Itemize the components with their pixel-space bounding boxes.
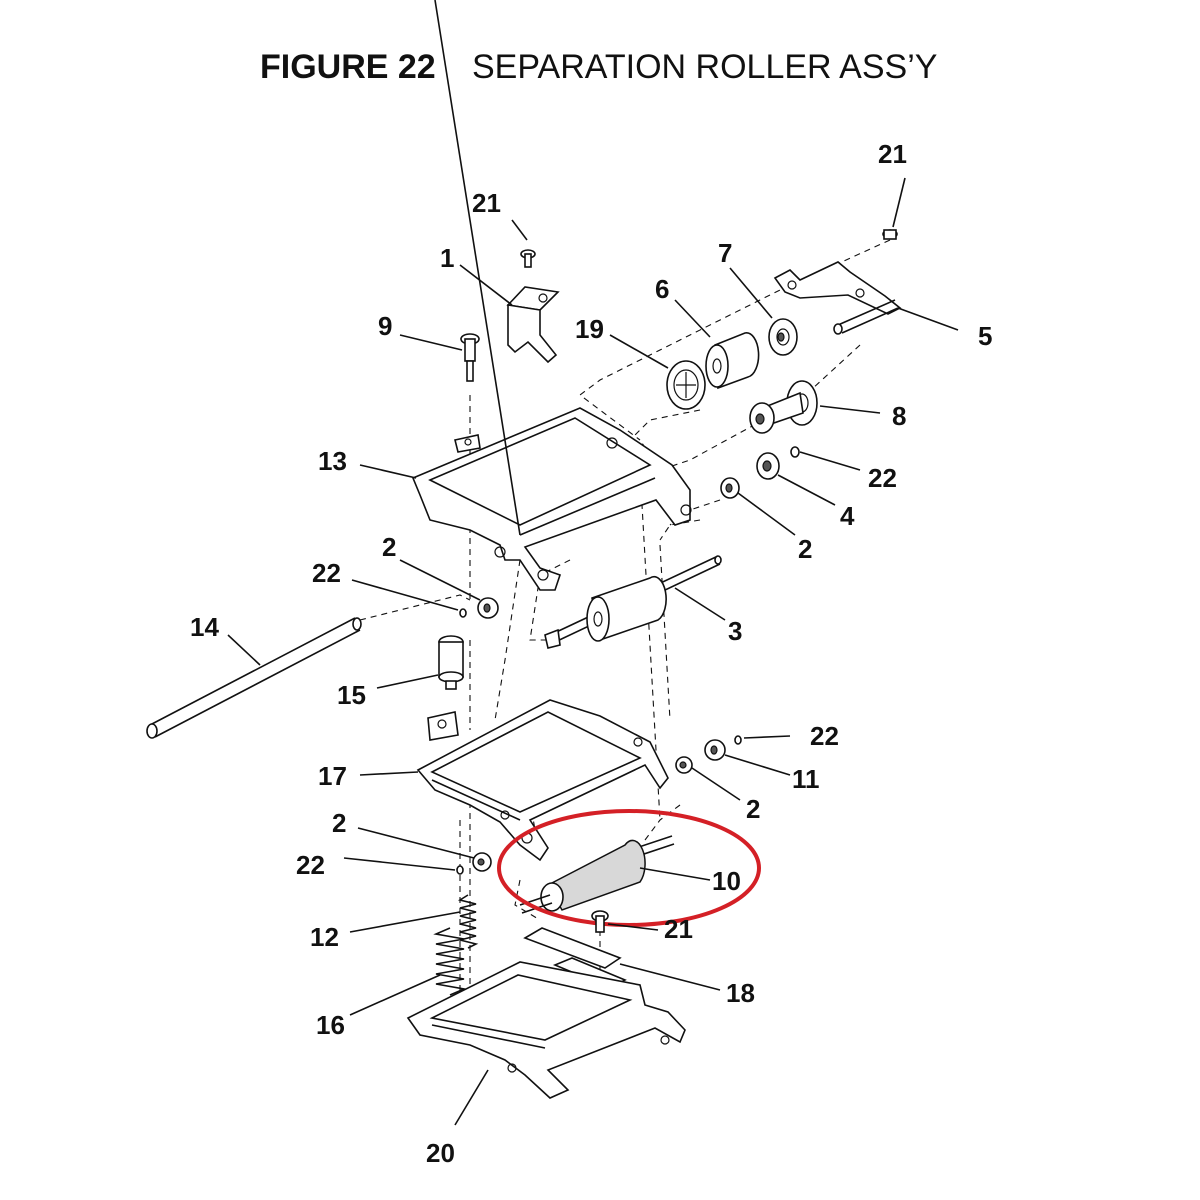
callout-7: 7 [718, 238, 732, 268]
part-17-lower-frame [416, 699, 669, 862]
callout-22-a: 22 [868, 463, 897, 493]
part-1-bracket [506, 286, 560, 364]
callout-14: 14 [190, 612, 219, 642]
callout-21-c: 21 [664, 914, 693, 944]
callout-2-b: 2 [382, 532, 396, 562]
leader-lines [227, 177, 959, 1126]
part-3-roller-shaft [544, 555, 722, 649]
callout-22-c: 22 [810, 721, 839, 751]
part-22-washer-d [456, 865, 464, 875]
part-21-screw-a [520, 249, 536, 268]
part-21-screw-c [591, 910, 609, 933]
part-5-bracket [773, 261, 902, 335]
part-22-washer-b [459, 608, 467, 618]
part-9-pin [460, 333, 480, 382]
callout-4: 4 [840, 501, 855, 531]
part-10-roller [519, 835, 675, 914]
callout-2-c: 2 [746, 794, 760, 824]
figure-title: SEPARATION ROLLER ASS’Y [472, 48, 937, 86]
callout-2-d: 2 [332, 808, 346, 838]
part-2-bushing-b [477, 597, 499, 619]
callout-17: 17 [318, 761, 347, 791]
callout-labels: 1 21 21 7 6 19 9 5 8 22 4 2 13 2 22 14 3… [190, 139, 992, 1168]
callout-20: 20 [426, 1138, 455, 1168]
part-19-gear [666, 360, 706, 410]
part-7-gear [768, 318, 798, 356]
part-14-shaft [146, 617, 362, 739]
callout-18: 18 [726, 978, 755, 1008]
part-2-bushing-d [472, 852, 492, 872]
callout-22-b: 22 [312, 558, 341, 588]
callout-13: 13 [318, 446, 347, 476]
callout-19: 19 [575, 314, 604, 344]
part-15-collar [438, 635, 464, 690]
part-22-washer-c [734, 735, 742, 745]
callout-5: 5 [978, 321, 992, 351]
callout-11: 11 [792, 764, 820, 794]
part-11-gear [704, 739, 726, 761]
callout-22-d: 22 [296, 850, 325, 880]
callout-9: 9 [378, 311, 392, 341]
callout-6: 6 [655, 274, 669, 304]
callout-16: 16 [316, 1010, 345, 1040]
callout-2-a: 2 [798, 534, 812, 564]
figure-number: FIGURE 22 [260, 48, 436, 86]
callout-12: 12 [310, 922, 339, 952]
part-4-gear [756, 452, 780, 480]
part-20-base [406, 961, 686, 1099]
part-16-spring [433, 927, 467, 996]
highlight-ring [497, 809, 761, 927]
part-2-bushing-c [675, 756, 693, 774]
part-22-washer-a [790, 446, 800, 458]
part-13-upper-frame [411, 0, 692, 591]
callout-21-a: 21 [472, 188, 501, 218]
callout-10: 10 [712, 866, 741, 896]
part-6-roller [705, 332, 760, 390]
part-2-bushing-a [720, 477, 740, 499]
part-8-gear-shaft [749, 380, 818, 434]
callout-3: 3 [728, 616, 742, 646]
callout-15: 15 [337, 680, 366, 710]
callout-1: 1 [440, 243, 454, 273]
callout-21-b: 21 [878, 139, 907, 169]
part-21-screw-b [882, 229, 898, 240]
callout-8: 8 [892, 401, 906, 431]
